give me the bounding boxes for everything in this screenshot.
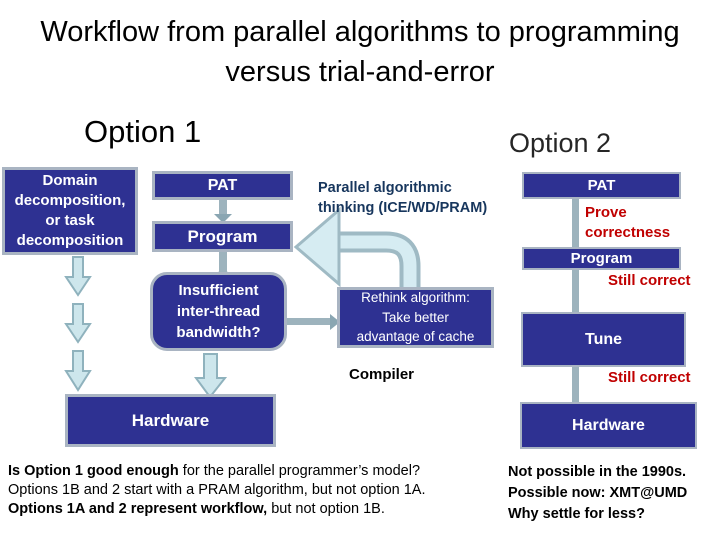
option2-hardware-box: Hardware [520,402,697,449]
slide-title-line1: Workflow from parallel algorithms to pro… [40,16,680,48]
option2-tune-box: Tune [521,312,686,367]
curved-feedback-arrow-icon [293,206,421,291]
connector [219,250,227,274]
connector [286,318,332,325]
connector [572,365,579,405]
arrowhead-icon [330,314,340,330]
option1-pat-box: PAT [152,171,293,200]
footer-left-line3-bold: Options 1A and 2 represent workflow, [8,501,268,517]
footer-left-line1: Is Option 1 good enough for the parallel… [8,462,478,481]
arrowhead-icon [214,214,232,223]
option1-program-box: Program [152,221,293,252]
footer-right-text: Not possible in the 1990s. Possible now:… [508,462,713,525]
down-arrow-icon [64,303,92,344]
footer-left-line3: Options 1A and 2 represent workflow, but… [8,500,478,519]
slide-title-line2: versus trial-and-error [225,56,495,88]
still-correct-label: Still correct [608,369,691,386]
slide-title: Workflow from parallel algorithms to pro… [0,12,720,92]
option2-program-box: Program [522,247,681,270]
footer-left-text: Is Option 1 good enough for the parallel… [8,462,478,519]
footer-right-line1: Not possible in the 1990s. [508,464,687,480]
connector [219,199,227,215]
footer-left-line3-rest: but not option 1B. [267,501,385,517]
footer-left-line1-bold: Is Option 1 good enough [8,463,179,479]
connector [572,197,579,250]
down-arrow-icon [64,350,92,392]
domain-decomposition-box: Domain decomposition, or task decomposit… [2,167,138,255]
still-correct-label: Still correct [608,272,691,289]
footer-right-line2: Possible now: XMT@UMD [508,485,688,501]
footer-left-line1-rest: for the parallel programmer’s model? [178,463,421,479]
down-arrow-icon [194,353,228,399]
option1-hardware-box: Hardware [65,394,276,447]
compiler-label: Compiler [349,366,415,383]
connector [572,268,579,314]
parallel-thinking-label: Parallel algorithmic thinking (ICE/WD/PR… [318,180,488,216]
prove-correctness-label: Prove correctness [585,204,671,242]
option1-heading: Option 1 [84,114,202,149]
option2-pat-box: PAT [522,172,681,199]
down-arrow-icon [64,256,92,297]
footer-left-line2: Options 1B and 2 start with a PRAM algor… [8,482,426,498]
rethink-algorithm-box: Rethink algorithm: Take better advantage… [337,287,494,348]
option2-heading: Option 2 [509,128,612,158]
footer-right-line3: Why settle for less? [508,506,645,522]
insufficient-bandwidth-box: Insufficient inter-thread bandwidth? [150,272,287,351]
